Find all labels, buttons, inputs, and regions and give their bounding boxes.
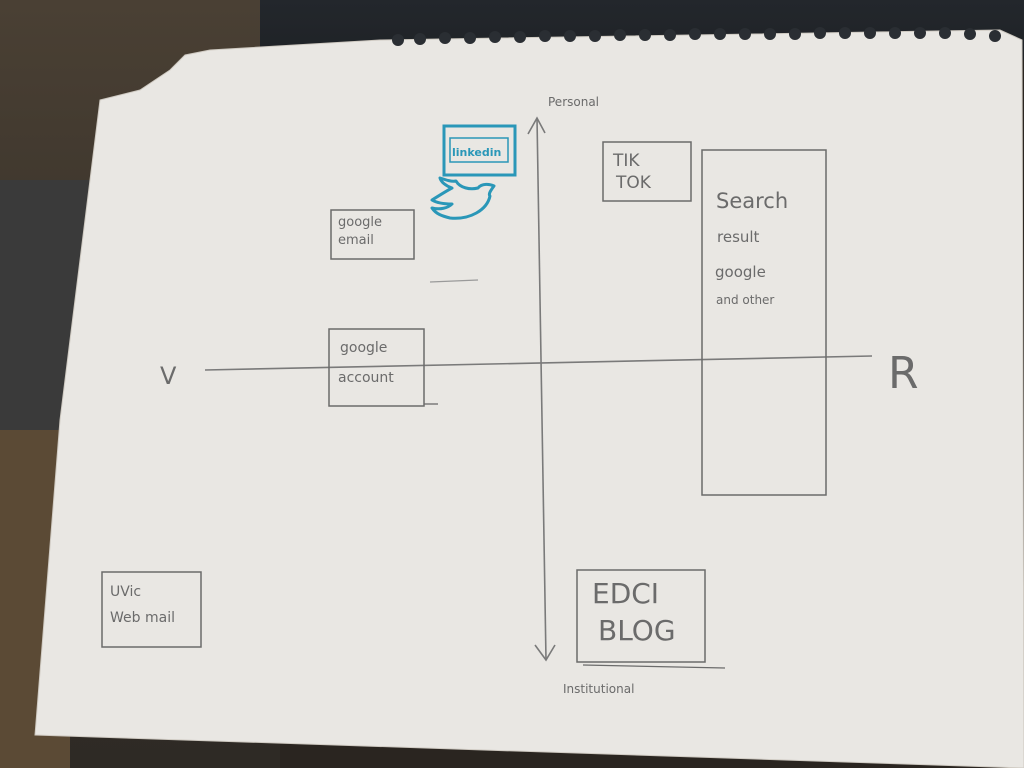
- google-account-line2: account: [338, 370, 394, 386]
- axis-label-left: V: [160, 362, 177, 390]
- search-line1: Search: [716, 189, 788, 213]
- axis-label-top: Personal: [548, 95, 599, 109]
- vertical-axis: [536, 117, 547, 661]
- stray-pencil-line: [429, 279, 479, 283]
- paper-sheet: [34, 29, 1024, 768]
- axis-label-right: R: [888, 348, 919, 399]
- uvic-webmail-line1: UVic: [110, 584, 141, 600]
- uvic-webmail-line2: Web mail: [110, 610, 175, 626]
- uvic-webmail-box: [101, 571, 202, 648]
- linkedin-label: linkedin: [452, 146, 501, 159]
- arrow-up-icon: [527, 116, 546, 135]
- search-results-box: [701, 149, 827, 496]
- google-account-line1: google: [340, 340, 387, 356]
- google-email-line2: email: [338, 233, 374, 248]
- search-line2: result: [717, 228, 760, 246]
- axis-label-bottom: Institutional: [563, 682, 634, 696]
- axes: [204, 116, 873, 662]
- edci-blog-box: [576, 569, 706, 663]
- edci-line2: BLOG: [598, 614, 676, 647]
- google-account-box: [328, 328, 425, 407]
- linkedin-inner: [449, 137, 509, 163]
- horizontal-axis: [204, 355, 873, 371]
- edci-blog-underline: [582, 664, 726, 669]
- google-email-line1: google: [338, 215, 382, 230]
- tiktok-line1: TIK: [612, 151, 640, 171]
- edci-line1: EDCI: [592, 577, 659, 610]
- search-line3: google: [715, 263, 766, 281]
- spiral-holes: [392, 27, 1001, 46]
- arrow-down-icon: [534, 644, 556, 662]
- google-email-box: [330, 209, 415, 260]
- search-line4: and other: [716, 293, 774, 307]
- tiktok-box: [602, 141, 692, 202]
- linkedin-box: [442, 124, 517, 177]
- twitter-bird-icon: [430, 176, 496, 220]
- tiktok-line2: TOK: [615, 173, 652, 193]
